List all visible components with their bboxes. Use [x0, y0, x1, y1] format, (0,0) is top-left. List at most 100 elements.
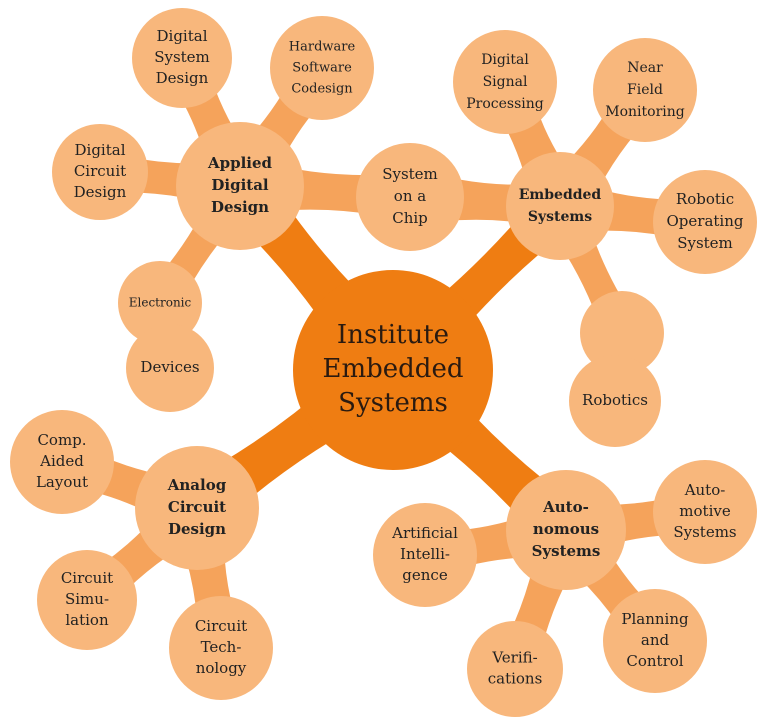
node-digital-circuit-design-label-line: Digital [75, 141, 126, 159]
node-digital-system-design-label-line: Digital [157, 27, 208, 45]
node-automotive-systems-circle [653, 460, 757, 564]
node-planning-control-label-line: and [641, 631, 670, 649]
node-near-field-monitoring-circle [593, 38, 697, 142]
node-system-on-chip: System on a Chip [356, 143, 464, 251]
node-digital-signal-processing-label-line: Signal [483, 74, 528, 90]
node-planning-control-label-line: Control [626, 652, 683, 670]
hub-autonomous-label-line: nomous [533, 520, 599, 538]
node-comp-aided-layout-label-line: Aided [39, 452, 84, 470]
node-electronic: Electronic [118, 261, 202, 345]
node-robotics: Robotics [569, 355, 661, 447]
hub-embedded-circle [506, 152, 614, 260]
node-robotic-os-label-line: Operating [667, 212, 744, 230]
center-node-circle [293, 270, 493, 470]
hub-embedded-label-line: Embedded [519, 187, 602, 203]
center-node-label-line: Institute [337, 320, 449, 350]
node-robotic-os-label-line: System [677, 234, 733, 252]
node-verifications: Verifi-cations [467, 621, 563, 717]
center-node-label-line: Systems [338, 388, 448, 418]
nodes-layer: DigitalSystemDesignHardwareSoftwareCodes… [10, 8, 757, 717]
node-digital-system-design-circle [132, 8, 232, 108]
node-planning-control-label-line: Planning [621, 610, 689, 628]
node-verifications-circle [467, 621, 563, 717]
node-circuit-technology-label-line: Tech- [201, 638, 242, 656]
node-electronic-label-line: Electronic [129, 296, 192, 310]
node-comp-aided-layout-circle [10, 410, 114, 514]
node-devices-circle [126, 324, 214, 412]
node-circuit-technology-label-line: nology [196, 659, 247, 677]
node-robotic-os-circle [653, 170, 757, 274]
hub-applied-label-line: Digital [211, 176, 269, 194]
node-comp-aided-layout-label-line: Comp. [37, 431, 86, 449]
node-digital-signal-processing-circle [453, 30, 557, 134]
node-robotics-top-circle [580, 291, 664, 375]
node-circuit-simulation-circle [37, 550, 137, 650]
node-circuit-technology-label-line: Circuit [195, 617, 247, 635]
node-planning-control-circle [603, 589, 707, 693]
node-digital-circuit-design-label-line: Design [74, 183, 127, 201]
node-digital-system-design-label-line: Design [156, 69, 209, 87]
node-electronic-circle [118, 261, 202, 345]
node-devices-label-line: Devices [140, 358, 199, 376]
hub-applied-label-line: Design [211, 198, 269, 216]
node-automotive-systems-label-line: motive [679, 502, 731, 520]
hub-analog-label-line: Analog [167, 476, 227, 494]
hub-autonomous-label-line: Auto- [542, 498, 589, 516]
node-artificial-intelligence-label-line: Intelli- [400, 545, 450, 563]
node-system-on-chip-label-line: Chip [392, 209, 428, 227]
node-circuit-simulation-label-line: Circuit [61, 569, 113, 587]
node-hw-sw-codesign-circle [270, 16, 374, 120]
node-robotics-top [580, 291, 664, 375]
node-digital-circuit-design-circle [52, 124, 148, 220]
hub-autonomous-label-line: Systems [532, 542, 601, 560]
node-system-on-chip-circle [356, 143, 464, 251]
node-hw-sw-codesign-label-line: Hardware [289, 40, 356, 55]
center-node-label-line: Embedded [323, 354, 464, 384]
node-near-field-monitoring-label-line: Monitoring [605, 104, 684, 120]
node-system-on-chip-label-line: System [382, 165, 438, 183]
node-verifications-label-line: cations [488, 670, 543, 688]
node-robotics-label-line: Robotics [582, 391, 648, 409]
node-robotics-circle [569, 355, 661, 447]
node-hw-sw-codesign-label-line: Codesign [291, 82, 353, 97]
node-automotive-systems-label-line: Auto- [684, 481, 726, 499]
node-verifications-label-line: Verifi- [491, 649, 537, 667]
node-hw-sw-codesign-label-line: Software [292, 61, 352, 76]
hub-embedded-label-line: Systems [528, 209, 592, 225]
hub-applied-circle [176, 122, 304, 250]
node-automotive-systems-label-line: Systems [673, 523, 736, 541]
node-near-field-monitoring-label-line: Near [627, 60, 663, 76]
hub-analog-label-line: Circuit [168, 498, 226, 516]
node-devices: Devices [126, 324, 214, 412]
node-digital-signal-processing-label-line: Processing [466, 96, 544, 112]
node-digital-system-design-label-line: System [154, 48, 210, 66]
node-digital-circuit-design-label-line: Circuit [74, 162, 126, 180]
node-system-on-chip-label-line: on a [394, 187, 426, 205]
hub-analog-label-line: Design [168, 520, 226, 538]
node-artificial-intelligence-label-line: Artificial [391, 524, 458, 542]
node-near-field-monitoring-label-line: Field [627, 82, 663, 98]
hub-autonomous-circle [506, 470, 626, 590]
node-digital-signal-processing-label-line: Digital [481, 52, 529, 68]
node-comp-aided-layout-label-line: Layout [36, 473, 88, 491]
hub-applied-label-line: Applied [207, 154, 273, 172]
node-circuit-simulation-label-line: lation [65, 611, 109, 629]
node-robotic-os-label-line: Robotic [676, 190, 734, 208]
node-artificial-intelligence-label-line: gence [402, 566, 448, 584]
node-circuit-simulation-label-line: Simu- [65, 590, 109, 608]
hub-analog-circle [135, 446, 259, 570]
